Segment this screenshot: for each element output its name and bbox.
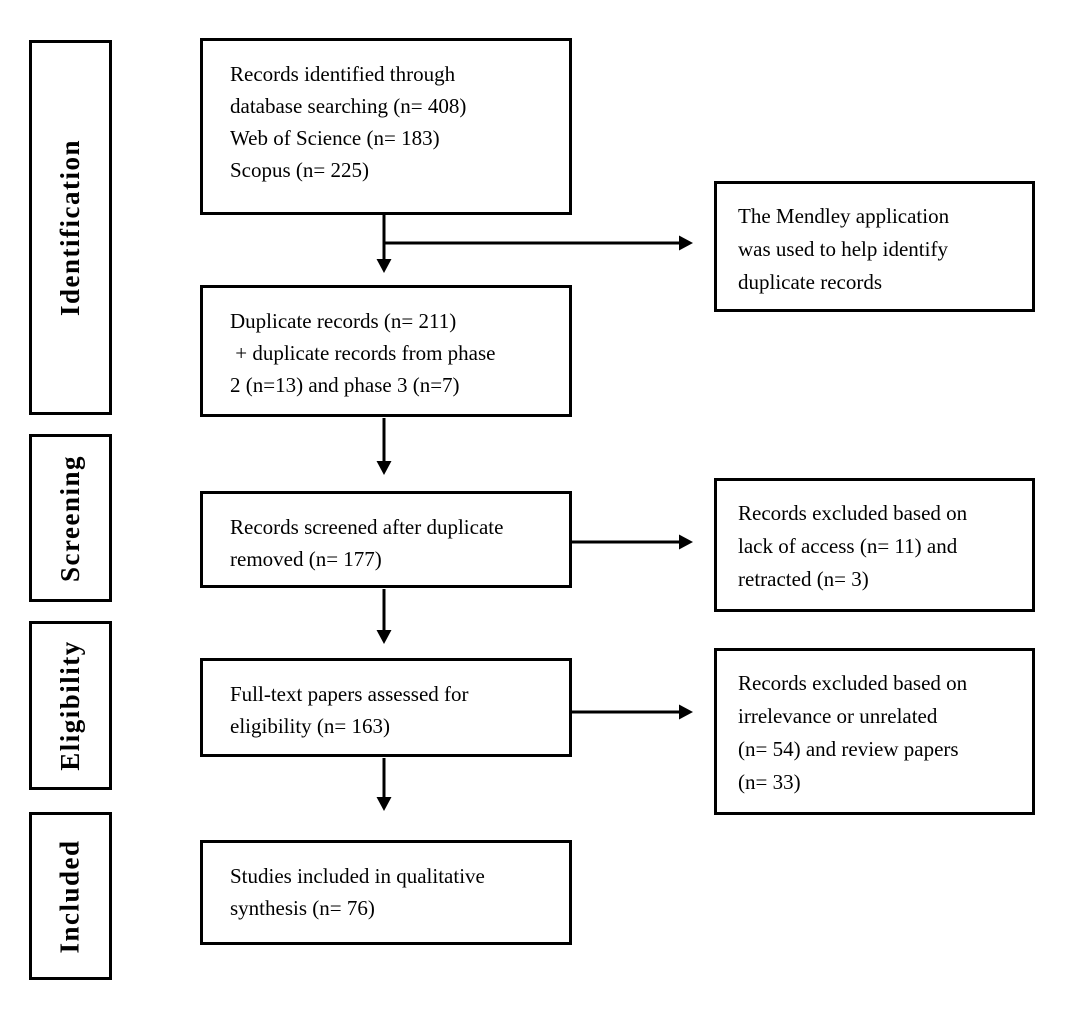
text-line: Records excluded based on [738, 501, 968, 525]
text-line: irrelevance or unrelated [738, 704, 938, 728]
text-line: eligibility (n= 163) [230, 714, 390, 738]
text-line: Records excluded based on [738, 671, 968, 695]
text-line: duplicate records [738, 270, 883, 294]
text-line: Records identified through [230, 62, 456, 86]
arrow-fulltext-to-included [376, 758, 392, 811]
stage-box-eligibility: Eligibility [29, 621, 112, 790]
text-line: (n= 33) [738, 770, 801, 794]
text-line: retracted (n= 3) [738, 567, 869, 591]
arrow-identified-to-duplicates [376, 215, 392, 273]
side-box-excluded-eligibility: Records excluded based on irrelevance or… [714, 648, 1035, 815]
text-line: database searching (n= 408) [230, 94, 467, 118]
text-line: removed (n= 177) [230, 547, 382, 571]
flow-box-duplicate-records: Duplicate records (n= 211) + duplicate r… [200, 285, 572, 417]
side-box-excluded-screening: Records excluded based on lack of access… [714, 478, 1035, 612]
arrow-branch-to-mendley [382, 235, 693, 251]
stage-box-included: Included [29, 812, 112, 980]
text-line: was used to help identify [738, 237, 948, 261]
side-box-mendley-note: The Mendley application was used to help… [714, 181, 1035, 312]
stage-label-identification: Identification [55, 138, 86, 317]
text-line: Scopus (n= 225) [230, 158, 370, 182]
arrow-screened-to-excluded [570, 534, 693, 550]
text-line: Duplicate records (n= 211) [230, 309, 457, 333]
text-line: Web of Science (n= 183) [230, 126, 440, 150]
arrow-screened-to-fulltext [376, 589, 392, 644]
flow-box-records-identified: Records identified through database sear… [200, 38, 572, 215]
flow-box-fulltext-assessed: Full-text papers assessed for eligibilit… [200, 658, 572, 757]
stage-label-included: Included [55, 838, 86, 954]
stage-box-identification: Identification [29, 40, 112, 415]
stage-label-screening: Screening [55, 454, 85, 582]
stage-label-eligibility: Eligibility [55, 640, 85, 771]
text-line: 2 (n=13) and phase 3 (n=7) [230, 373, 460, 397]
text-line: Studies included in qualitative [230, 864, 485, 888]
arrow-duplicates-to-screened [376, 418, 392, 475]
text-line: (n= 54) and review papers [738, 737, 959, 761]
text-line: + duplicate records from phase [230, 341, 496, 365]
arrow-fulltext-to-excluded [570, 704, 693, 720]
flow-box-records-screened: Records screened after duplicate removed… [200, 491, 572, 588]
text-line: lack of access (n= 11) and [738, 534, 958, 558]
text-line: The Mendley application [738, 204, 950, 228]
text-line: synthesis (n= 76) [230, 896, 375, 920]
text-line: Full-text papers assessed for [230, 682, 469, 706]
flow-box-studies-included: Studies included in qualitative synthesi… [200, 840, 572, 945]
stage-box-screening: Screening [29, 434, 112, 602]
text-line: Records screened after duplicate [230, 515, 504, 539]
